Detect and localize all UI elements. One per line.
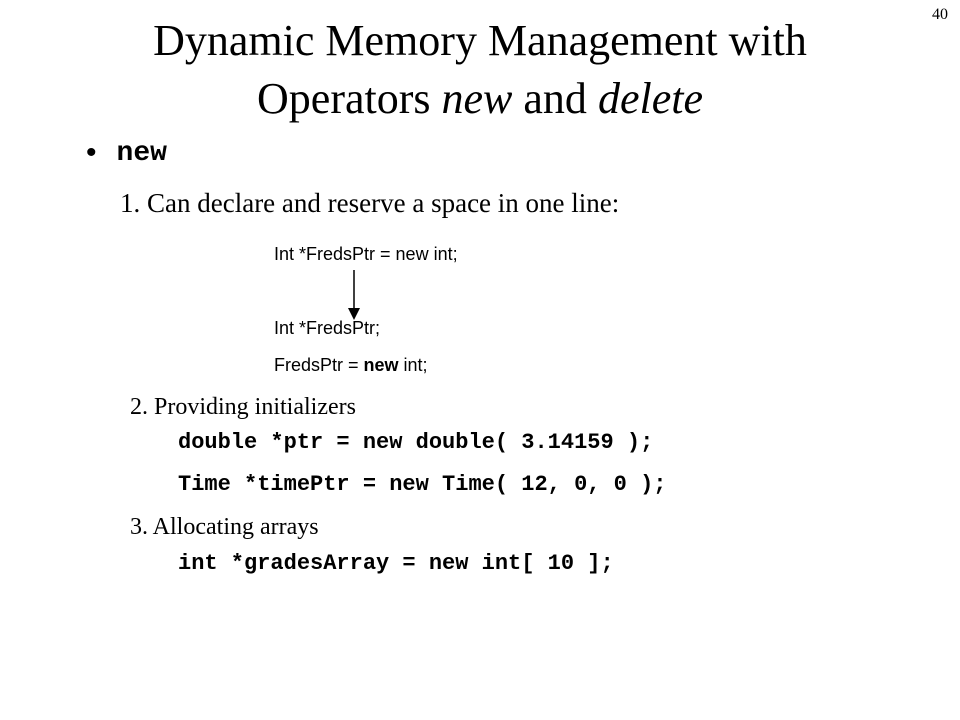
title-line-1: Dynamic Memory Management with xyxy=(153,16,807,65)
bullet-keyword: new xyxy=(116,137,167,169)
pointer-assignment: FredsPtr = new int; xyxy=(274,355,428,376)
point-2-text: 2. Providing initializers xyxy=(130,394,356,420)
title-operators-text: Operators xyxy=(257,74,442,123)
title-new-keyword: new xyxy=(441,74,513,123)
assign-new-keyword: new xyxy=(363,355,399,375)
code-time-initializer: Time *timePtr = new Time( 12, 0, 0 ); xyxy=(178,472,667,497)
title-delete-keyword: delete xyxy=(597,74,703,123)
bullet-dot-icon: • xyxy=(86,136,97,169)
title-and-text: and xyxy=(512,74,598,123)
point-1-text: 1. Can declare and reserve a space in on… xyxy=(120,188,620,218)
point-3-text: 3. Allocating arrays xyxy=(130,514,319,540)
code-array-allocation: int *gradesArray = new int[ 10 ]; xyxy=(178,551,614,576)
code-double-initializer: double *ptr = new double( 3.14159 ); xyxy=(178,430,654,455)
bullet-new: • new xyxy=(86,136,167,170)
down-arrow-icon xyxy=(348,270,360,320)
slide-title: Dynamic Memory Management with Operators… xyxy=(0,12,960,128)
assign-prefix: FredsPtr = xyxy=(274,355,364,375)
one-line-declaration: Int *FredsPtr = new int; xyxy=(274,244,458,264)
pointer-declaration: Int *FredsPtr; xyxy=(274,318,381,338)
assign-suffix: int; xyxy=(398,355,428,375)
title-line-2: Operators new and delete xyxy=(0,70,960,128)
slide-number: 40 xyxy=(932,6,948,23)
